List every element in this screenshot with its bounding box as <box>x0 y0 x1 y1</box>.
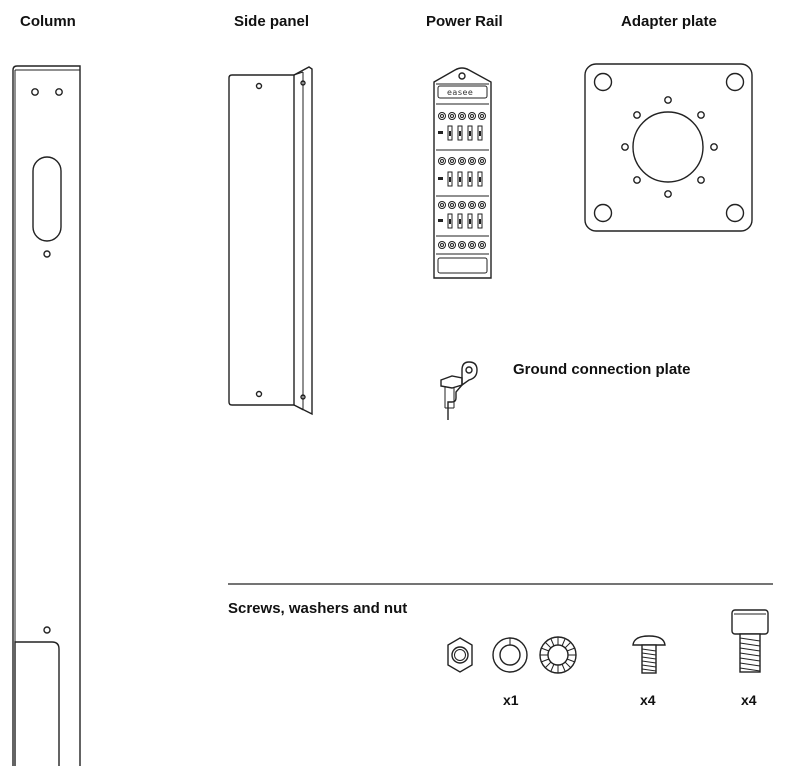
power-rail-drawing: easee <box>433 67 492 279</box>
label-adapter-plate: Adapter plate <box>621 13 717 30</box>
lock-washer-icon <box>539 636 577 674</box>
label-ground-plate: Ground connection plate <box>513 361 691 378</box>
adapter-plate-drawing <box>584 63 753 232</box>
power-rail-terminals-2 <box>438 157 486 187</box>
power-rail-terminals-3 <box>438 201 486 229</box>
flat-washer-icon <box>492 637 528 673</box>
button-head-screw-icon <box>632 635 666 674</box>
ground-plate-drawing <box>440 361 478 420</box>
power-rail-terminals-1 <box>438 112 486 141</box>
hex-nut-icon <box>447 637 473 673</box>
label-power-rail: Power Rail <box>426 13 503 30</box>
label-column: Column <box>20 13 76 30</box>
column-drawing <box>12 65 81 766</box>
power-rail-brand: easee <box>447 88 473 97</box>
label-side-panel: Side panel <box>234 13 310 30</box>
side-panel-drawing <box>228 66 313 416</box>
socket-head-screw-icon <box>731 609 769 673</box>
qty-nut-washers: x1 <box>503 692 519 708</box>
qty-button-screw: x4 <box>640 692 656 708</box>
power-rail-terminals-4 <box>438 241 486 249</box>
qty-socket-screw: x4 <box>741 692 757 708</box>
label-screws: Screws, washers and nut <box>228 600 408 617</box>
